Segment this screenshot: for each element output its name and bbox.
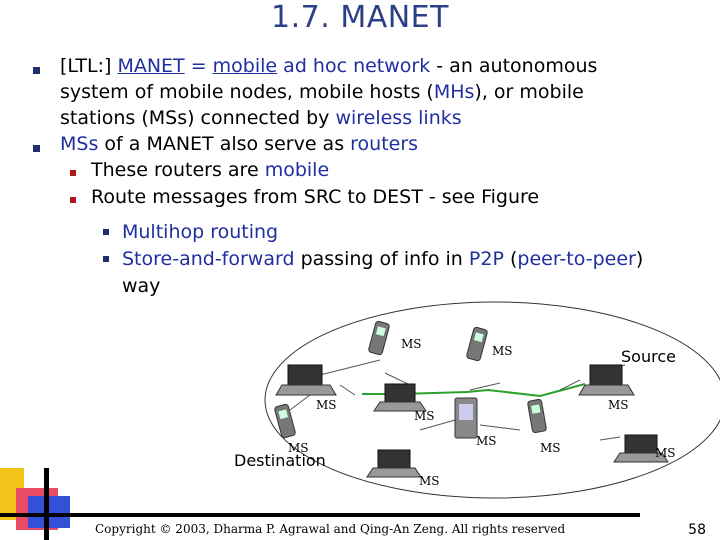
ms-label: MS <box>419 474 440 488</box>
ms-label: MS <box>414 409 435 423</box>
sub-bullet-2: Route messages from SRC to DEST - see Fi… <box>91 186 540 208</box>
page-number: 58 <box>688 522 706 538</box>
copyright-footer: Copyright © 2003, Dharma P. Agrawal and … <box>95 522 566 536</box>
subsub-bullet-2-cont: way <box>122 275 161 297</box>
subsub-bullet-marker <box>103 256 109 262</box>
laptop-icon <box>613 434 669 463</box>
sub-bullet-1: These routers are mobile <box>91 159 330 181</box>
sub-bullet-marker <box>70 170 76 176</box>
subsub-bullet-1: Multihop routing <box>122 221 279 243</box>
network-area-outline <box>264 301 720 499</box>
bullet-2-line: MSs of a MANET also serve as routers <box>60 133 419 155</box>
source-label: Source <box>621 347 676 366</box>
pda-icon <box>454 397 478 439</box>
ms-label: MS <box>401 337 422 351</box>
slide-title: 1.7. MANET <box>271 0 449 35</box>
ms-label: MS <box>608 398 629 412</box>
ms-label: MS <box>655 446 676 460</box>
mobile-phone-icon <box>368 320 390 356</box>
mobile-phone-icon <box>466 326 488 362</box>
subsub-bullet-marker <box>103 229 109 235</box>
bullet-marker <box>33 67 40 74</box>
bullet-1-line-2: system of mobile nodes, mobile hosts (MH… <box>60 81 584 103</box>
ms-label: MS <box>540 441 561 455</box>
subsub-bullet-2: Store-and-forward passing of info in P2P… <box>122 248 644 270</box>
ms-label: MS <box>476 434 497 448</box>
ms-label: MS <box>288 441 309 455</box>
sub-bullet-marker <box>70 197 76 203</box>
laptop-icon <box>373 383 427 412</box>
laptop-icon <box>366 449 422 478</box>
bullet-1-line-3: stations (MSs) connected by wireless lin… <box>60 107 462 129</box>
bullet-1-line-1: [LTL:] MANET = mobile ad hoc network - a… <box>60 55 598 77</box>
ms-label: MS <box>316 398 337 412</box>
mobile-phone-icon <box>274 403 296 439</box>
mobile-phone-icon <box>527 399 547 433</box>
bullet-marker <box>33 145 40 152</box>
laptop-icon <box>275 364 337 396</box>
ms-label: MS <box>492 344 513 358</box>
corner-vertical-bar <box>44 468 49 540</box>
destination-label: Destination <box>234 451 326 470</box>
footer-rule <box>0 513 640 517</box>
laptop-icon <box>578 364 635 396</box>
